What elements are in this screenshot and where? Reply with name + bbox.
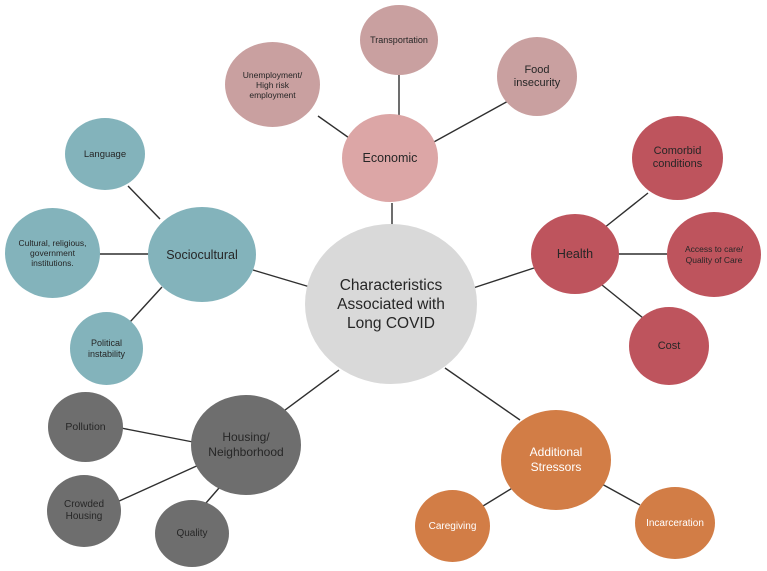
link-health-comorbid [603, 192, 649, 229]
link-center-health [469, 267, 535, 290]
health-cost-node: Cost [629, 307, 709, 385]
link-housing-crowded [116, 463, 202, 503]
economic-food-node: Food insecurity [497, 37, 577, 116]
housing-hub-label: Housing/ Neighborhood [208, 430, 284, 459]
stressors-caregiving-node: Caregiving [415, 490, 490, 562]
link-economic-food [431, 99, 511, 144]
sociocultural-language-node: Language [65, 118, 145, 190]
economic-transportation-node: Transportation [360, 5, 438, 75]
sociocultural-hub: Sociocultural [148, 207, 256, 302]
center-label: Characteristics Associated with Long COV… [337, 276, 445, 332]
health-hub-label: Health [556, 247, 594, 261]
cost-label: Cost [657, 340, 681, 352]
stressors-incarceration-node: Incarceration [635, 487, 715, 559]
link-center-sociocultural [252, 269, 311, 288]
health-access-node: Access to care/ Quality of Care [667, 212, 761, 297]
housing-quality-node: Quality [155, 500, 229, 567]
caregiving-label: Caregiving [428, 520, 477, 532]
link-health-cost [601, 284, 649, 323]
economic-hub: Economic [342, 114, 438, 202]
economic-unemployment-node: Unemployment/ High risk employment [225, 42, 320, 127]
food-insecurity-label: Food insecurity [513, 63, 561, 89]
language-label: Language [83, 148, 127, 160]
stressors-hub-label: Additional Stressors [529, 445, 583, 474]
unemployment-label: Unemployment/ High risk employment [242, 69, 303, 100]
link-housing-pollution [120, 427, 194, 443]
quality-label: Quality [176, 528, 208, 539]
sociocultural-cultural-node: Cultural, religious, government institut… [5, 208, 100, 298]
transportation-label: Transportation [370, 35, 428, 45]
housing-hub: Housing/ Neighborhood [191, 395, 301, 495]
comorbid-label: Comorbid conditions [652, 145, 703, 170]
access-label: Access to care/ Quality of Care [684, 243, 744, 265]
stressors-hub: Additional Stressors [501, 410, 611, 510]
political-label: Political instability [87, 337, 125, 359]
link-stressors-caregiving [482, 486, 515, 507]
link-sociocultural-language [127, 185, 161, 220]
link-economic-unemployment [317, 115, 353, 141]
crowded-housing-label: Crowded Housing [63, 499, 105, 522]
link-center-housing [284, 369, 340, 411]
sociocultural-political-node: Political instability [70, 312, 143, 385]
link-housing-quality [205, 487, 220, 504]
link-stressors-incarceration [599, 482, 641, 506]
link-center-stressors [444, 367, 521, 421]
economic-hub-label: Economic [362, 151, 418, 165]
incarceration-label: Incarceration [646, 517, 704, 529]
housing-crowded-node: Crowded Housing [47, 475, 121, 547]
center-node: Characteristics Associated with Long COV… [305, 224, 477, 384]
cultural-label: Cultural, religious, government institut… [18, 238, 87, 268]
sociocultural-hub-label: Sociocultural [166, 247, 238, 262]
health-comorbid-node: Comorbid conditions [632, 116, 723, 200]
link-sociocultural-political [129, 286, 163, 323]
health-hub: Health [531, 214, 619, 294]
pollution-label: Pollution [65, 421, 106, 433]
housing-pollution-node: Pollution [48, 392, 123, 462]
